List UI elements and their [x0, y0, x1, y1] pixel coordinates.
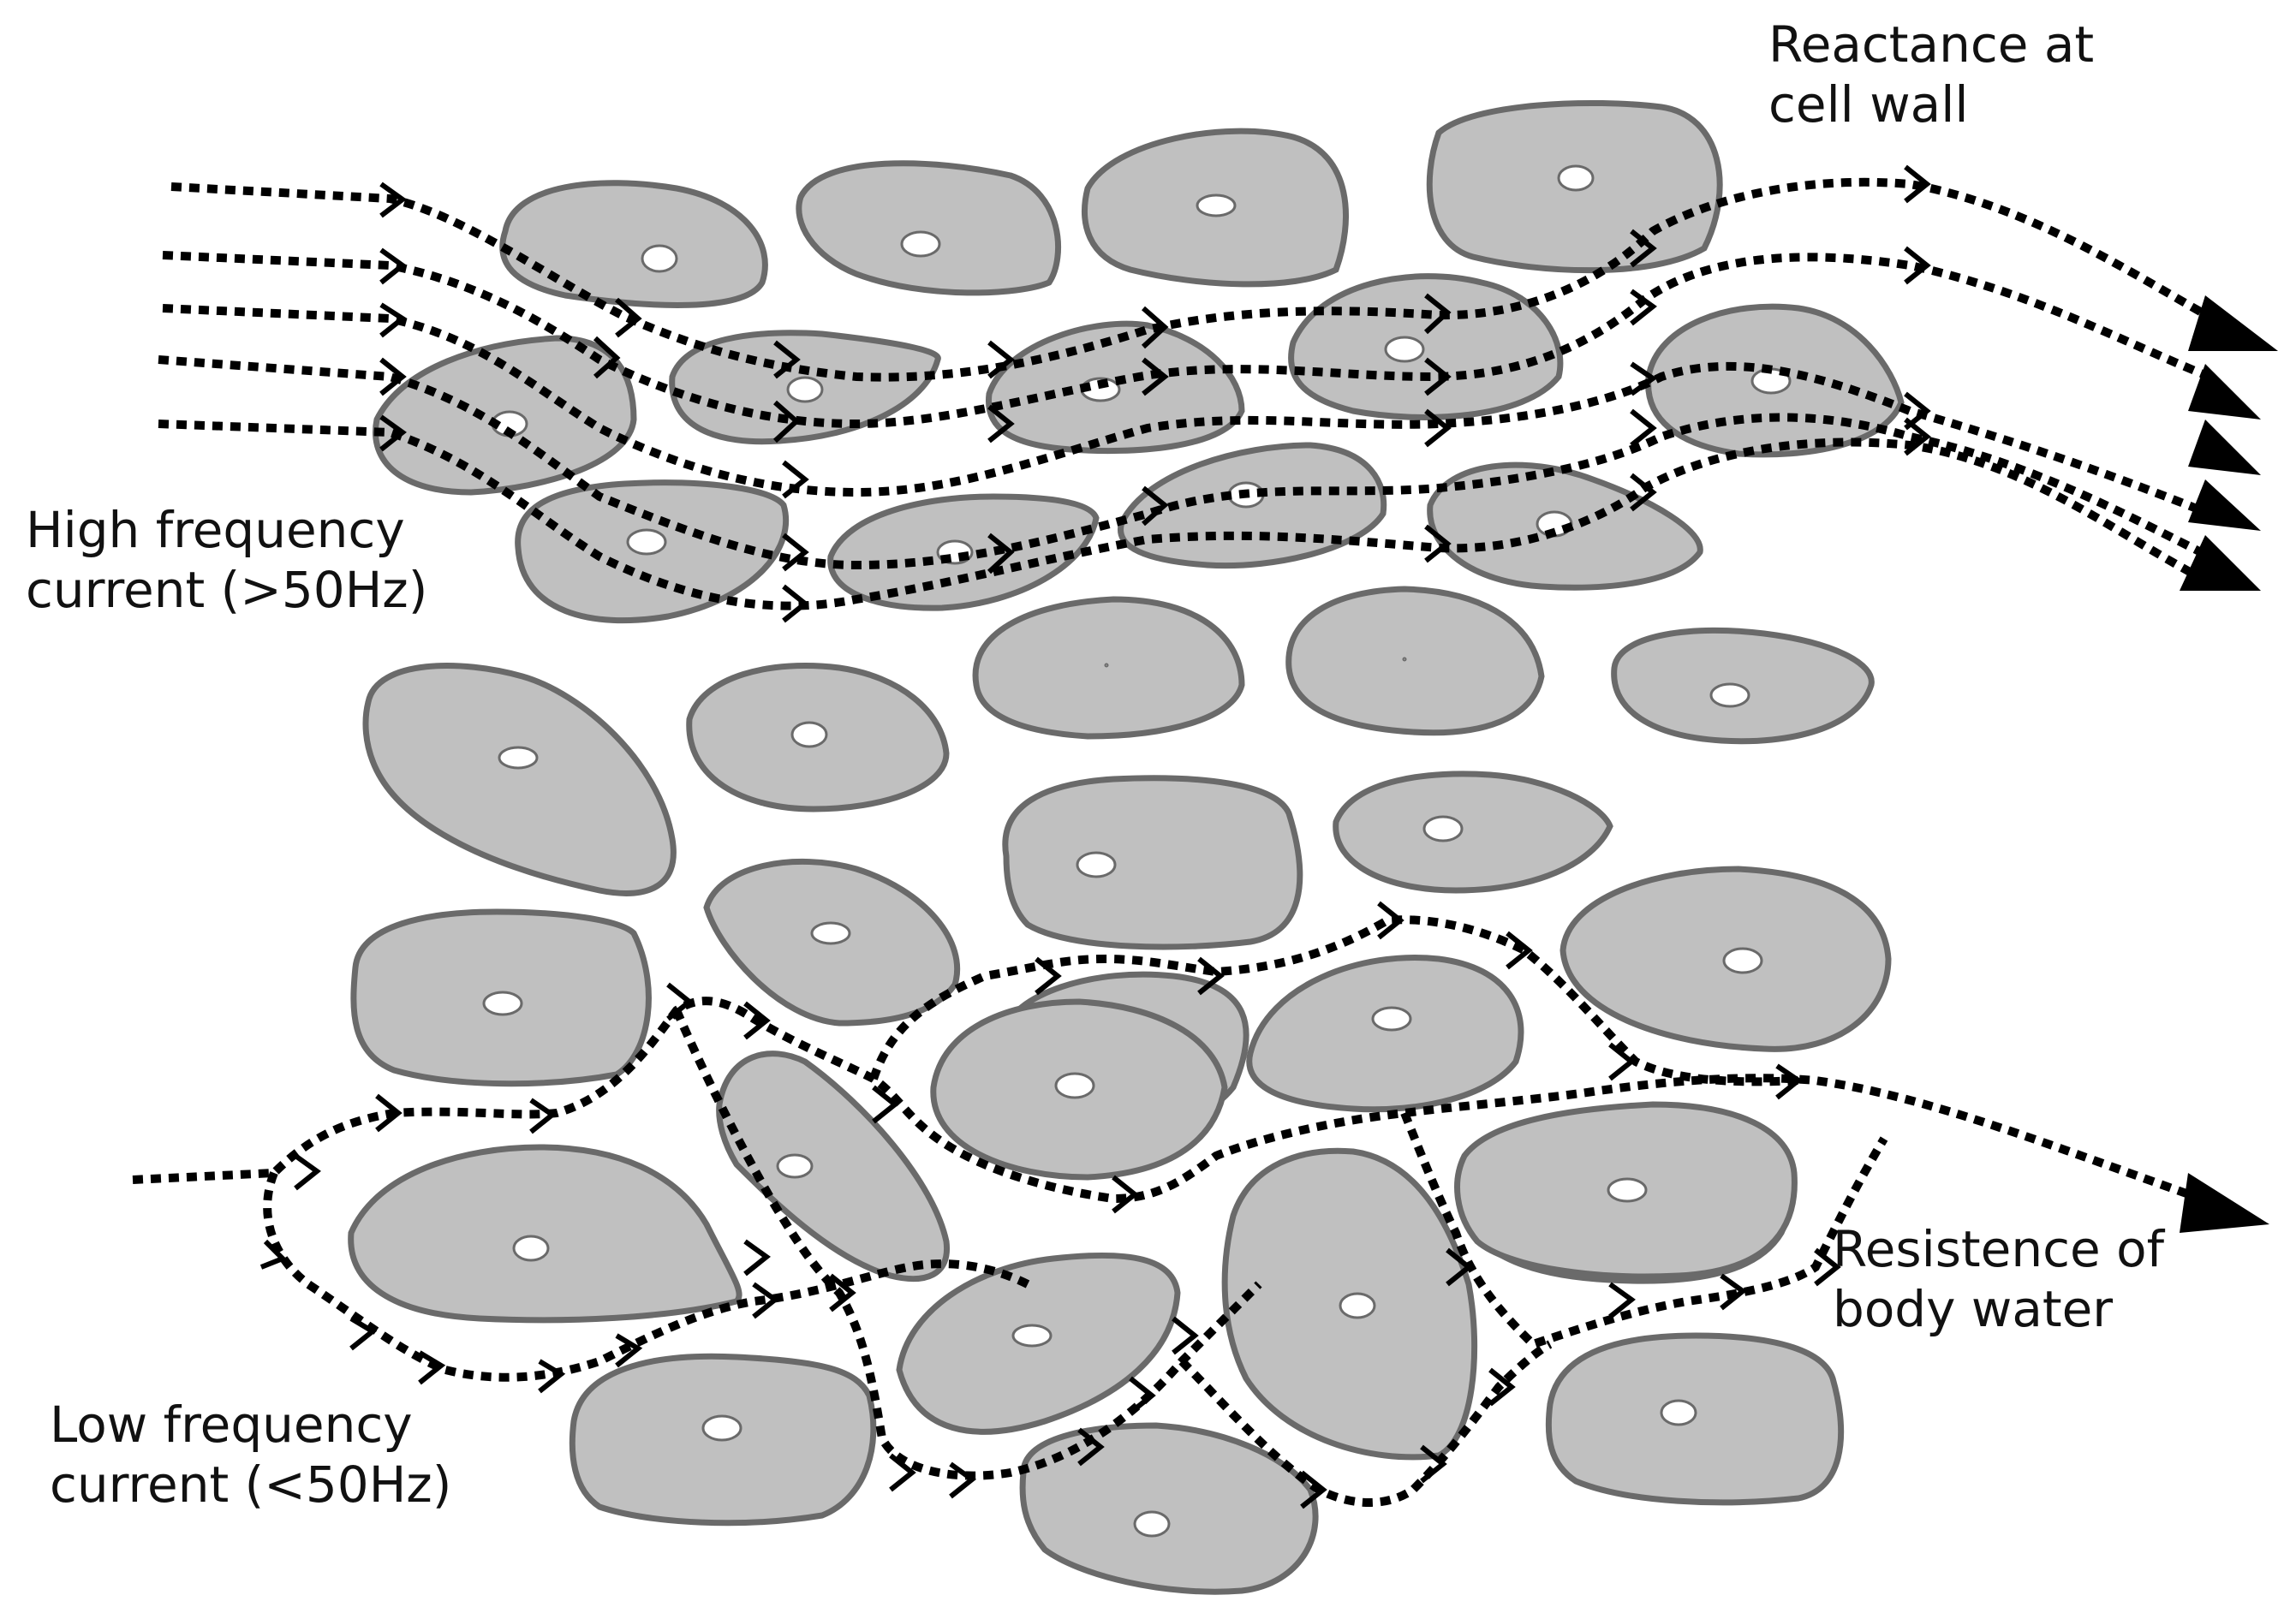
cell: [686, 663, 950, 812]
cell: [1454, 1101, 1798, 1280]
low-frequency-arrowhead: [2180, 1173, 2269, 1233]
cell: [669, 330, 941, 445]
cell: [1426, 99, 1723, 274]
cell: [348, 1144, 742, 1324]
cell: [1333, 771, 1613, 894]
low-frequency-paths: [132, 915, 2203, 1507]
cell: [703, 858, 961, 1027]
cell: [716, 1051, 951, 1283]
high-frequency-label: High frequency current (>50Hz): [26, 501, 428, 619]
cell: [972, 596, 1245, 740]
cell: [896, 1252, 1181, 1435]
cell: [569, 1353, 877, 1527]
cell: [1002, 775, 1303, 950]
high-frequency-chevrons: [379, 164, 1931, 623]
cell: [1118, 442, 1387, 569]
cell: [796, 160, 1061, 296]
cell: [499, 180, 768, 308]
cell: [373, 335, 637, 496]
cell: [1611, 627, 1875, 745]
high-frequency-arrowheads: [2180, 295, 2278, 591]
cell: [1019, 1422, 1319, 1595]
resistance-label: Resistence of body water: [1833, 1220, 2165, 1338]
high-frequency-paths: [158, 177, 2212, 610]
cell: [1082, 128, 1349, 288]
cell: [1285, 586, 1545, 736]
cell: [362, 663, 677, 896]
cell: [1559, 866, 1892, 1052]
cell: [350, 908, 652, 1087]
cell: [1246, 955, 1524, 1113]
reactance-label: Reactance at cell wall: [1768, 15, 2095, 134]
cells: [348, 99, 1905, 1595]
cell: [930, 998, 1228, 1181]
low-frequency-label: Low frequency current (<50Hz): [50, 1396, 452, 1514]
cell: [515, 479, 790, 624]
cell: [1545, 1332, 1845, 1506]
cell: [1221, 1147, 1478, 1461]
cell: [1645, 303, 1905, 458]
low-frequency-chevrons: [259, 901, 1841, 1509]
cell: [985, 320, 1245, 455]
